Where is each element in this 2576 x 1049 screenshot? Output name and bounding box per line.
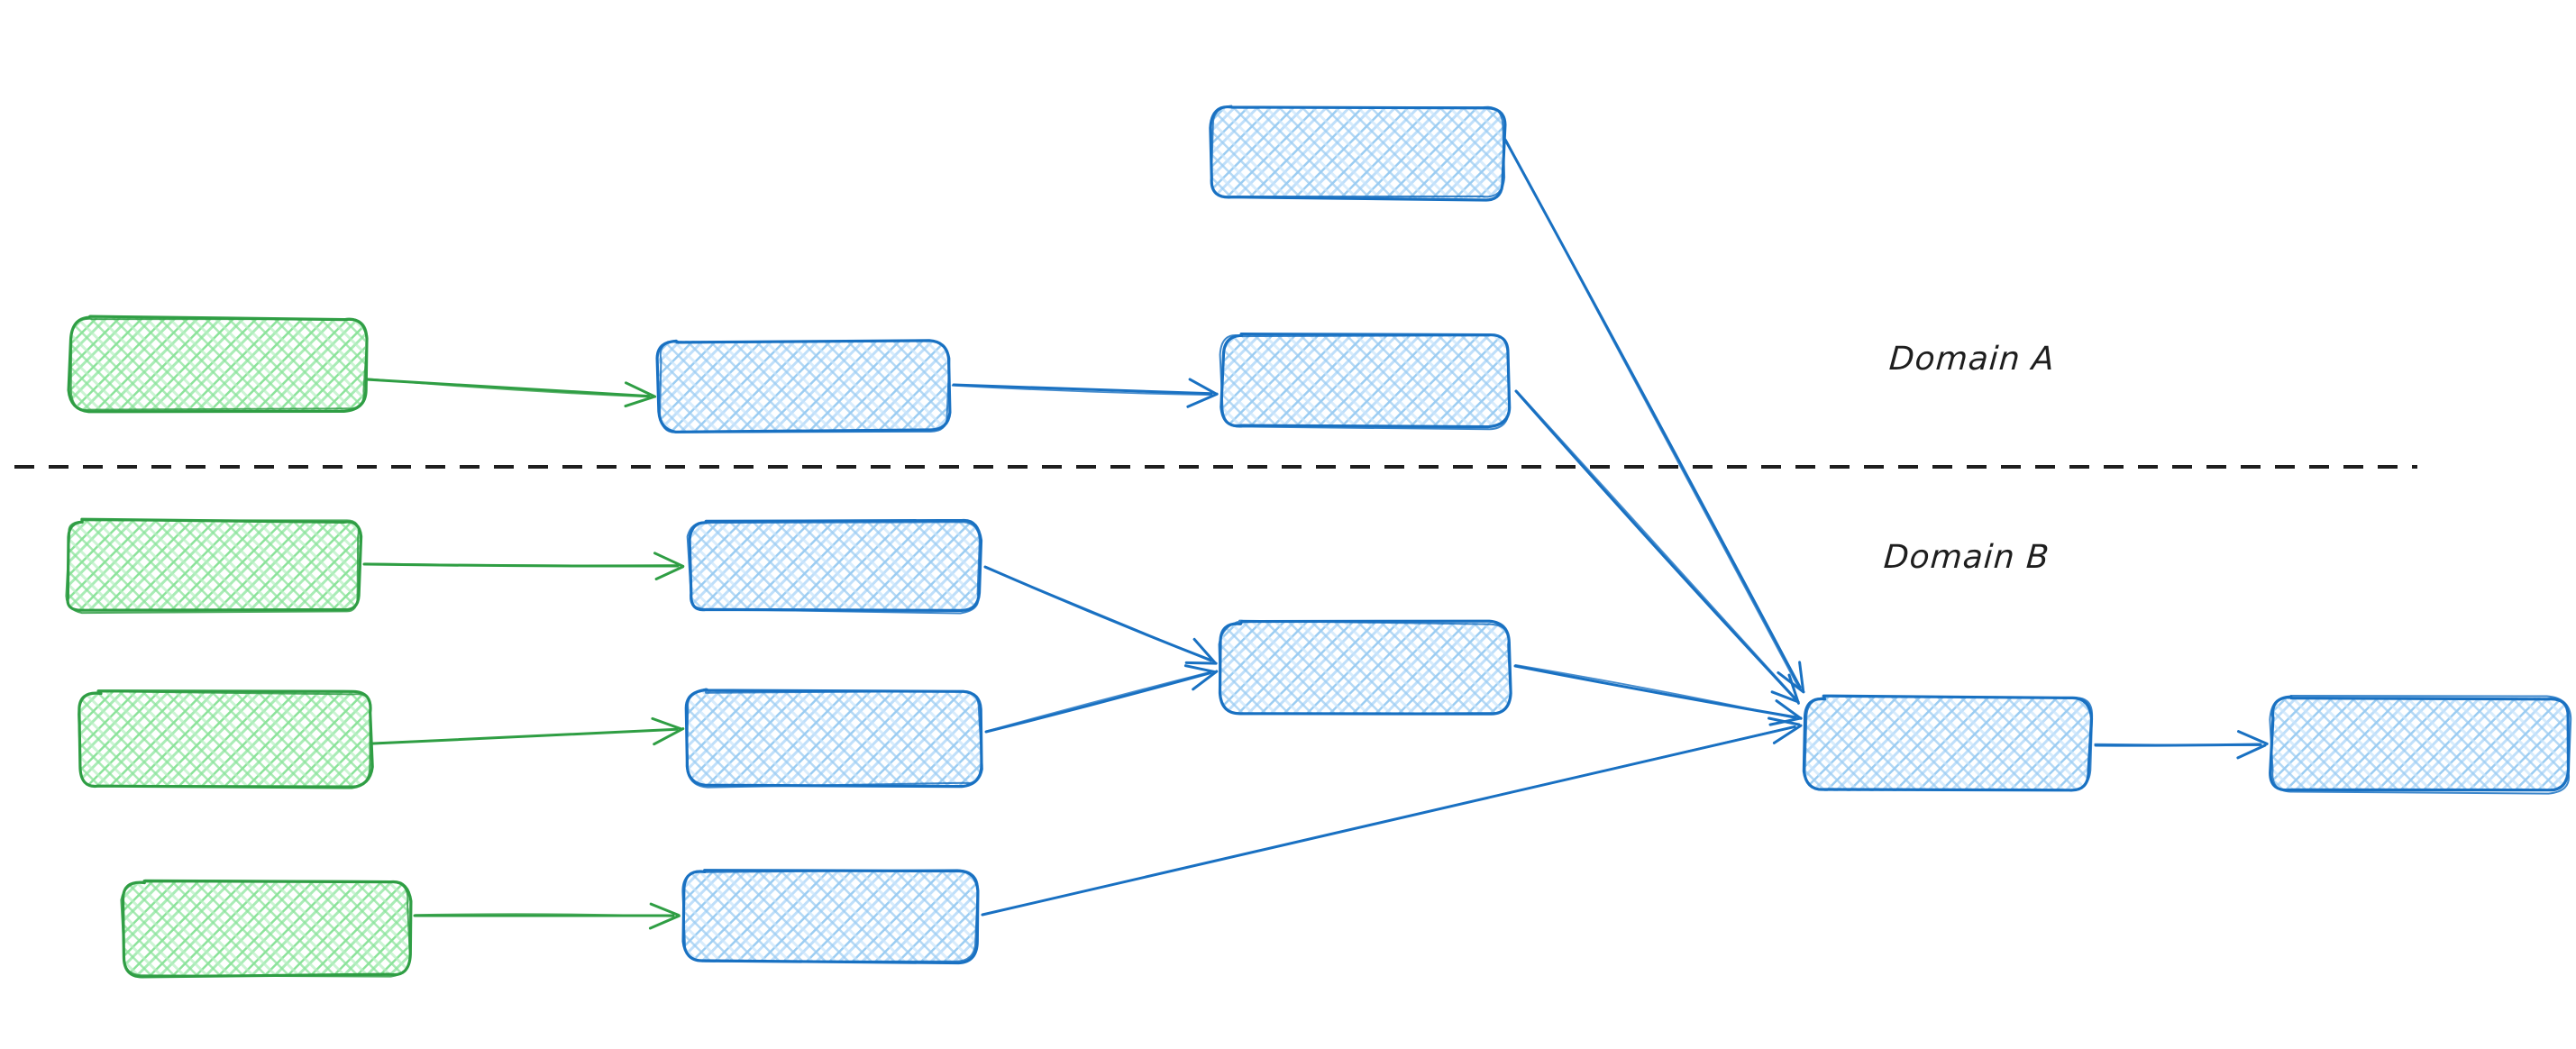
node-b-source-3[interactable] <box>120 879 413 979</box>
nodes-layer <box>65 105 2572 979</box>
node-fill <box>1222 334 1508 427</box>
edge-arrowhead <box>625 381 657 398</box>
domain-a-label: Domain A <box>1887 341 2057 378</box>
edge-b-source-3-to-b-stage-3[interactable] <box>413 902 681 930</box>
node-fill <box>659 341 948 431</box>
edge-b-aggregate-to-b-hub[interactable] <box>1513 664 1803 726</box>
edge-arrowhead <box>1188 378 1219 396</box>
edge-arrowhead <box>653 552 685 568</box>
edge-shaft <box>984 671 1212 734</box>
node-outline-secondary <box>1218 619 1512 716</box>
edge-arrowhead <box>651 716 683 731</box>
edge-arrowhead <box>1192 670 1219 691</box>
node-outline-secondary <box>2269 695 2572 795</box>
node-b-hub[interactable] <box>1802 694 2094 792</box>
edge-a-stage-2-to-b-hub[interactable] <box>1514 389 1800 705</box>
edge-arrowhead <box>1768 716 1803 726</box>
node-fill <box>68 521 360 611</box>
edge-shaft-secondary <box>365 378 649 398</box>
edge-arrowhead <box>2236 743 2267 760</box>
edge-a-top-to-b-hub[interactable] <box>1503 138 1805 694</box>
node-fill <box>684 871 977 962</box>
node-outline-secondary <box>685 688 983 789</box>
edge-shaft <box>1514 389 1797 701</box>
node-fill <box>2271 698 2569 791</box>
edge-b-hub-to-b-sink[interactable] <box>2094 730 2269 760</box>
node-a-source-1[interactable] <box>67 315 369 414</box>
edges-layer <box>362 138 2269 930</box>
edge-a-stage-1-to-a-stage-2[interactable] <box>951 378 1219 408</box>
node-fill <box>1211 106 1504 198</box>
node-a-stage-1[interactable] <box>655 339 952 433</box>
node-b-aggregate[interactable] <box>1218 619 1512 716</box>
edge-arrowhead <box>1770 690 1800 704</box>
edge-arrowhead <box>1183 664 1217 674</box>
edge-shaft-secondary <box>2094 743 2262 746</box>
edge-shaft-secondary <box>951 384 1212 397</box>
node-fill <box>1805 698 2090 791</box>
edge-arrowhead <box>2237 730 2269 745</box>
node-b-stage-1[interactable] <box>686 518 983 615</box>
edge-shaft-secondary <box>985 670 1211 733</box>
node-outline <box>2269 695 2571 792</box>
edge-arrowhead <box>1772 724 1803 744</box>
edge-shaft-secondary <box>1516 390 1798 701</box>
edge-arrowhead <box>654 565 685 580</box>
node-a-stage-2[interactable] <box>1219 333 1512 431</box>
node-a-top[interactable] <box>1209 105 1507 202</box>
edge-shaft <box>952 383 1213 396</box>
node-outline-secondary <box>659 339 951 433</box>
edge-b-source-2-to-b-stage-2[interactable] <box>371 716 685 746</box>
node-fill <box>79 692 371 787</box>
edge-a-source-1-to-a-stage-1[interactable] <box>364 378 657 408</box>
node-b-source-1[interactable] <box>65 517 363 615</box>
node-outline-secondary <box>1210 105 1506 198</box>
edge-shaft-secondary <box>981 725 1795 917</box>
edge-arrowhead <box>649 902 681 917</box>
edge-shaft-secondary <box>984 566 1212 662</box>
node-outline-secondary <box>69 317 369 411</box>
edge-arrowhead <box>1186 392 1219 408</box>
edge-b-source-1-to-b-stage-1[interactable] <box>362 552 685 580</box>
node-fill <box>690 521 980 611</box>
edge-b-stage-1-to-b-aggregate[interactable] <box>983 565 1218 665</box>
edge-arrowhead <box>1192 637 1217 664</box>
node-outline-secondary <box>686 521 981 615</box>
edge-arrowhead <box>1787 673 1800 705</box>
edge-arrowhead <box>1184 661 1218 665</box>
edge-shaft-secondary <box>372 728 677 744</box>
node-outline-secondary <box>681 869 979 962</box>
node-outline <box>688 518 983 613</box>
edge-arrowhead <box>1798 661 1805 693</box>
node-outline-secondary <box>78 690 372 788</box>
edge-arrowhead <box>653 727 685 746</box>
node-fill <box>123 881 409 976</box>
node-fill <box>70 318 365 410</box>
node-outline <box>1209 105 1507 202</box>
edge-shaft-secondary <box>1514 664 1796 719</box>
edge-arrowhead <box>648 914 681 930</box>
node-b-sink[interactable] <box>2269 695 2572 795</box>
node-b-stage-2[interactable] <box>684 688 983 789</box>
edge-shaft-secondary <box>363 562 679 567</box>
domain-b-label: Domain B <box>1882 539 2051 576</box>
node-b-source-2[interactable] <box>78 689 374 789</box>
node-fill <box>1221 623 1510 715</box>
edge-b-stage-3-to-b-hub[interactable] <box>981 716 1803 917</box>
node-outline-secondary <box>120 879 411 978</box>
node-outline-secondary <box>65 519 360 615</box>
node-outline-secondary <box>1804 695 2094 792</box>
edge-shaft-secondary <box>414 913 675 917</box>
edge-arrowhead <box>1775 699 1803 720</box>
edge-b-stage-2-to-b-aggregate[interactable] <box>984 664 1219 734</box>
node-fill <box>688 691 981 785</box>
node-b-stage-3[interactable] <box>681 869 980 965</box>
edge-shaft-secondary <box>1505 140 1800 689</box>
node-outline-secondary <box>1219 333 1511 431</box>
edge-arrowhead <box>624 395 655 408</box>
